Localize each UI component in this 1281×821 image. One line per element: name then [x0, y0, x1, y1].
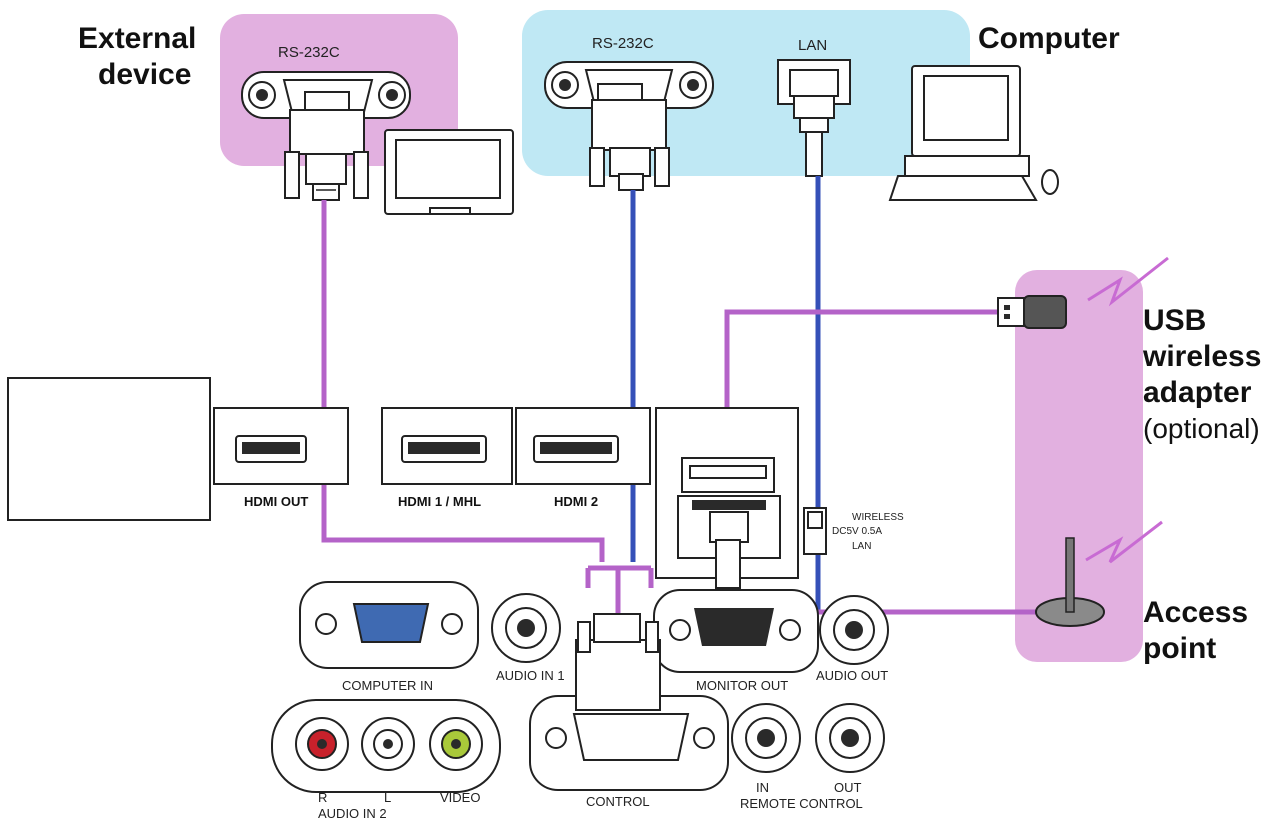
usb-wireless-adapter [997, 256, 1169, 564]
external-rs232c-connector [241, 71, 411, 201]
port-hdmi-out [213, 407, 349, 485]
computer-heading: Computer [978, 22, 1120, 55]
port-control [529, 613, 729, 791]
computer-lan-connector [777, 59, 851, 177]
label-hdmi-out: HDMI OUT [244, 494, 308, 509]
computer-icon [888, 65, 1059, 201]
external-device-heading-line2: device [98, 58, 191, 91]
label-control: CONTROL [586, 794, 650, 809]
label-dc5v: DC5V 0.5A [832, 526, 882, 537]
label-remote-out: OUT [834, 780, 862, 795]
computer-rs232c-connector [544, 61, 714, 191]
usb-heading-line4: (optional) [1143, 413, 1260, 444]
access-point-heading-line2: point [1143, 632, 1216, 665]
label-hdmi1-mhl: HDMI 1 / MHL [398, 494, 481, 509]
port-audio-in-2-video [271, 699, 501, 793]
access-point-icon [1035, 537, 1105, 627]
label-lan: LAN [852, 541, 871, 552]
port-hdmi2 [515, 407, 651, 485]
port-remote-control [731, 703, 885, 773]
label-remote-in: IN [756, 780, 769, 795]
usb-heading: USB [1143, 304, 1206, 337]
port-hdmi1-mhl [381, 407, 513, 485]
port-audio-in-1 [491, 593, 561, 663]
wireless-panel [1015, 270, 1143, 662]
usb-heading-line2: wireless [1142, 340, 1261, 373]
label-r: R [318, 790, 327, 805]
port-audio-out [819, 595, 889, 665]
label-audio-out: AUDIO OUT [816, 668, 888, 683]
external-device-heading: External [78, 22, 196, 55]
external-box [7, 377, 211, 521]
wireless-lan-switch [803, 507, 827, 555]
rs232c-computer-label: RS-232C [592, 35, 654, 52]
monitor-icon [384, 129, 514, 215]
port-monitor-out [653, 589, 819, 673]
label-wireless: WIRELESS [852, 512, 904, 523]
label-video: VIDEO [440, 790, 480, 805]
label-audio-in-1: AUDIO IN 1 [496, 668, 565, 683]
label-audio-in-2: AUDIO IN 2 [318, 806, 387, 821]
label-computer-in: COMPUTER IN [342, 678, 433, 693]
rs232c-external-label: RS-232C [278, 44, 340, 61]
usb-heading-line3: adapter [1143, 376, 1252, 409]
label-l: L [384, 790, 391, 805]
port-usb-lan-block [655, 407, 799, 589]
port-computer-in [299, 581, 479, 669]
label-remote-control: REMOTE CONTROL [740, 796, 863, 811]
lan-computer-label: LAN [798, 37, 827, 54]
access-point-heading: Access [1143, 596, 1248, 629]
label-hdmi2: HDMI 2 [554, 494, 598, 509]
label-monitor-out: MONITOR OUT [696, 678, 788, 693]
